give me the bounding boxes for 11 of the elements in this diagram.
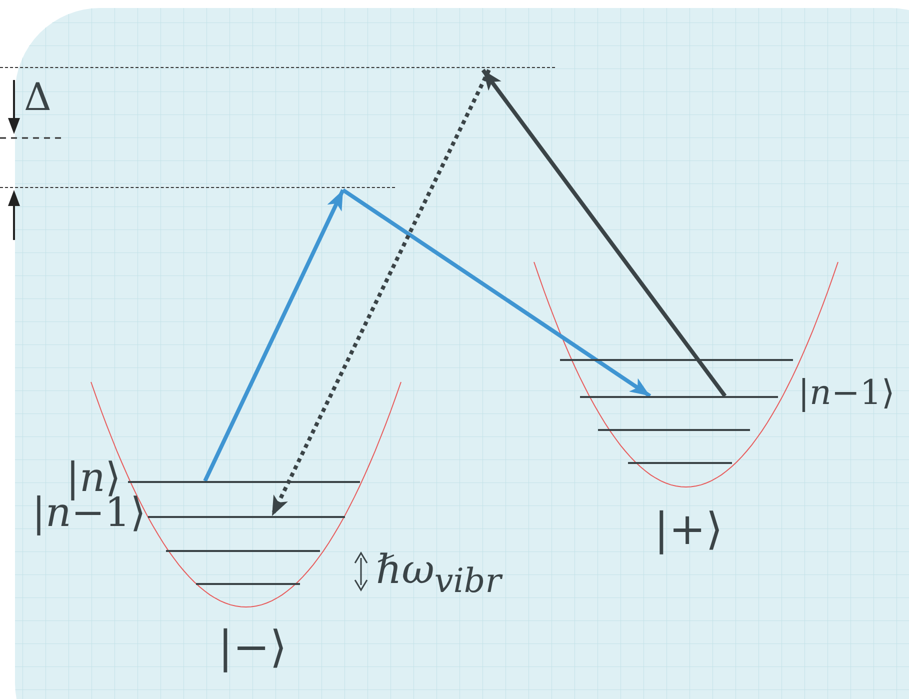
state-label: |n−1⟩	[798, 376, 895, 410]
arrow	[342, 188, 652, 398]
arrow	[481, 68, 727, 398]
virtual-level-line	[0, 67, 555, 69]
delta-label: Δ	[24, 78, 52, 116]
virtual-level-line	[0, 187, 395, 189]
dotted-arrow	[270, 69, 491, 517]
arrow	[203, 189, 345, 482]
state-label: |−⟩	[218, 626, 287, 670]
state-label: |+⟩	[654, 508, 723, 552]
energy-spacing-label: ℏω$_{vibr}$	[376, 550, 502, 598]
